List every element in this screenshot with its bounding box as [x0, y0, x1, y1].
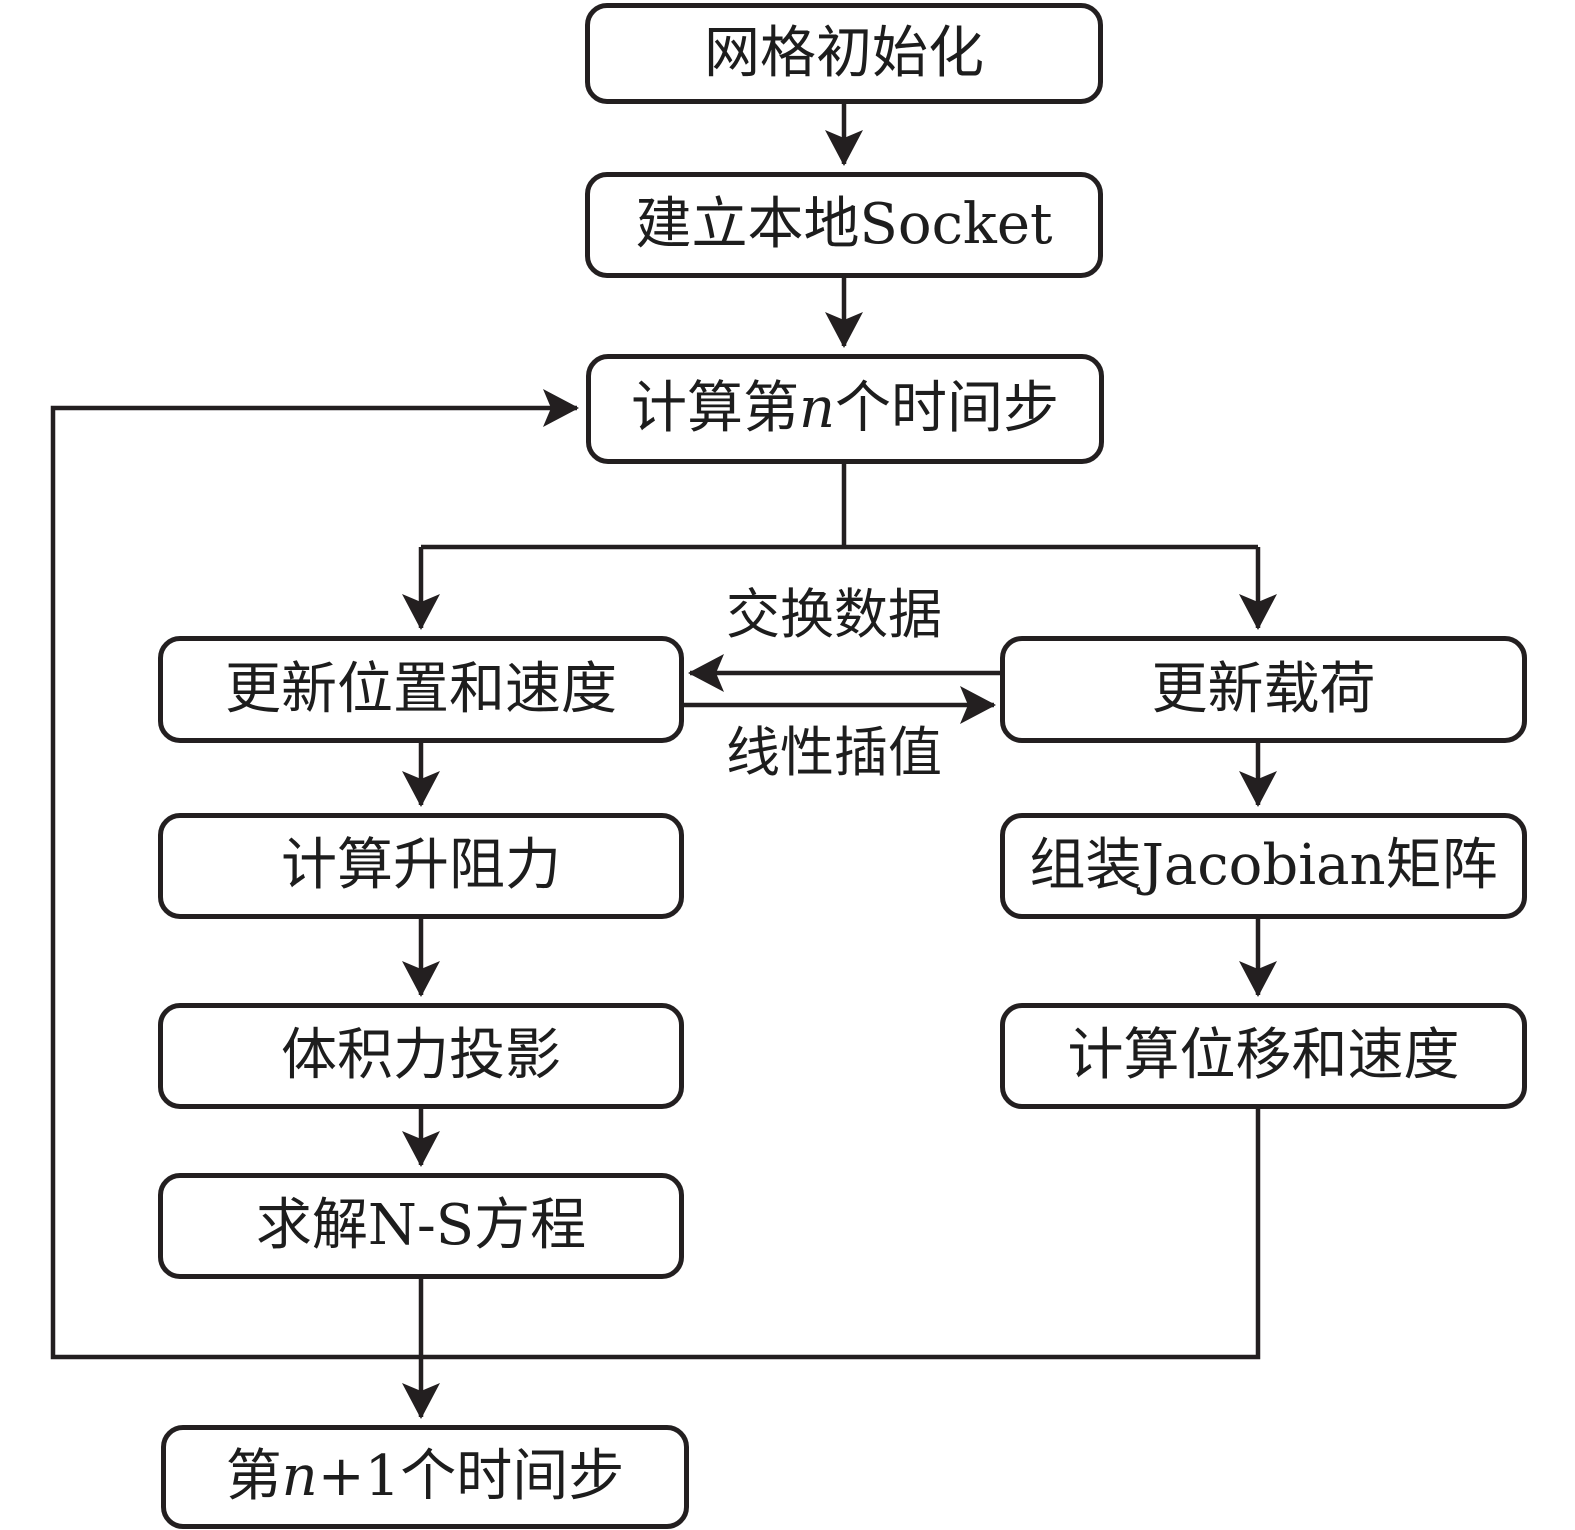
variable-n: n [798, 376, 836, 442]
node-create-local-socket: 建立本地Socket [585, 172, 1103, 278]
node-compute-timestep-n-label: 计算第n个时间步 [630, 376, 1060, 442]
edge-label-linear-interpolation: 线性插值 [726, 721, 942, 784]
variable-n: n [281, 1444, 318, 1510]
node-timestep-n-plus-1: 第n+1个时间步 [161, 1425, 689, 1529]
node-solve-ns-equations: 求解N-S方程 [158, 1173, 684, 1279]
node-solve-ns-equations-label: 求解N-S方程 [255, 1193, 587, 1259]
node-update-position-velocity: 更新位置和速度 [158, 636, 684, 743]
node-assemble-jacobian-matrix: 组装Jacobian矩阵 [1000, 813, 1527, 919]
node-compute-displacement-velocity: 计算位移和速度 [1000, 1003, 1527, 1109]
node-grid-init: 网格初始化 [585, 3, 1103, 104]
node-body-force-projection-label: 体积力投影 [281, 1023, 561, 1089]
edge-label-exchange-data: 交换数据 [726, 583, 942, 646]
node-compute-lift-drag-label: 计算升阻力 [281, 833, 561, 899]
node-grid-init-label: 网格初始化 [704, 20, 984, 86]
node-compute-lift-drag: 计算升阻力 [158, 813, 684, 919]
node-body-force-projection: 体积力投影 [158, 1003, 684, 1109]
node-update-load-label: 更新载荷 [1151, 656, 1376, 722]
node-create-local-socket-label: 建立本地Socket [635, 192, 1053, 258]
node-compute-displacement-velocity-label: 计算位移和速度 [1067, 1023, 1460, 1089]
node-update-position-velocity-label: 更新位置和速度 [225, 656, 617, 722]
node-assemble-jacobian-matrix-label: 组装Jacobian矩阵 [1029, 833, 1498, 899]
node-compute-timestep-n: 计算第n个时间步 [586, 354, 1104, 464]
node-timestep-n-plus-1-label: 第n+1个时间步 [225, 1444, 625, 1510]
node-update-load: 更新载荷 [1000, 636, 1527, 743]
loop-back-line [50, 389, 1261, 1360]
